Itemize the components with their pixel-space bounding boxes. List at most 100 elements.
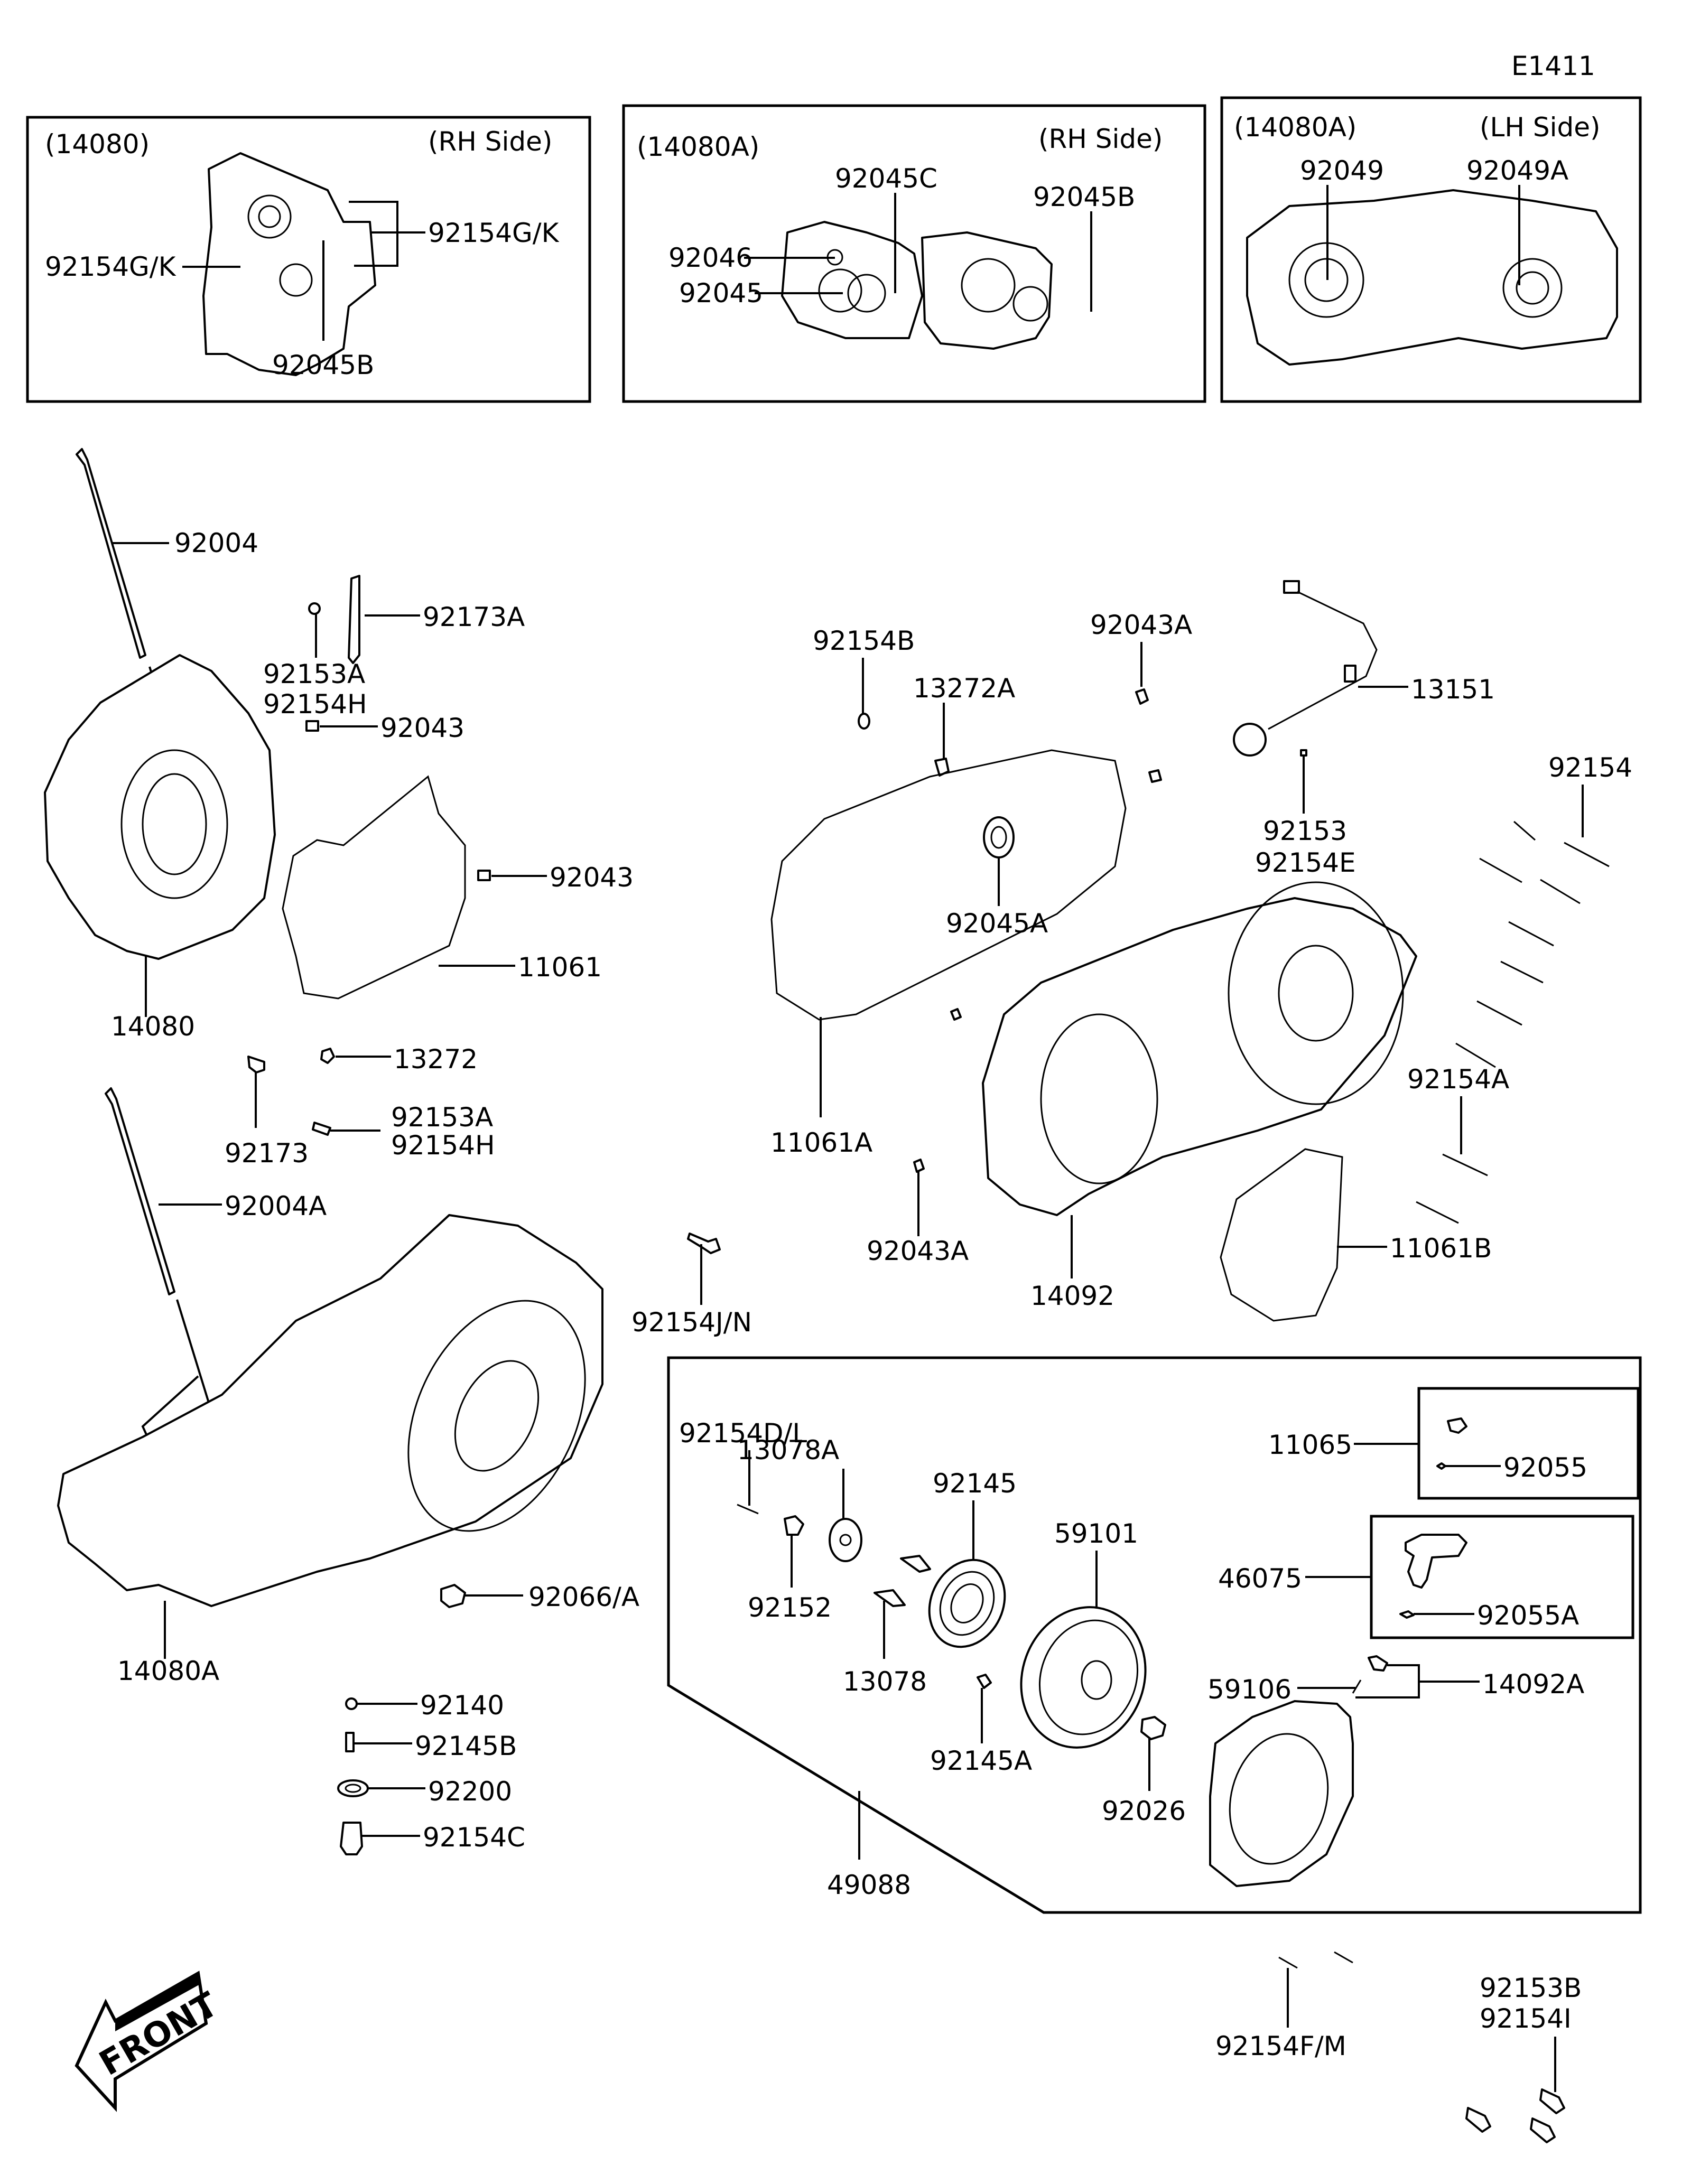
ratchet-13078-upper[interactable]	[900, 1555, 931, 1573]
ratchet-13078a[interactable]	[829, 1518, 862, 1562]
label-92045: 92045	[679, 278, 763, 309]
inset-ref: (14080A)	[637, 132, 759, 162]
ratchet-13078[interactable]	[874, 1589, 906, 1607]
bracket-92173a[interactable]	[348, 575, 360, 664]
bolt-92154-set[interactable]	[1455, 820, 1610, 1068]
spring-92145b[interactable]	[345, 1732, 355, 1752]
spring-92145[interactable]	[915, 1547, 1018, 1659]
crankcase-rh-thumbnail[interactable]	[202, 152, 376, 376]
front-arrow-icon: FRONT	[75, 1971, 225, 2112]
label-92045c: 92045C	[835, 163, 937, 194]
nut-92026[interactable]	[1140, 1716, 1166, 1740]
label-92154h-lower: 92154H	[391, 1130, 495, 1161]
spring-92145a[interactable]	[977, 1674, 992, 1689]
inset-14080a-lh: (14080A) (LH Side) 92049 92049A	[1220, 96, 1642, 403]
bolt-92154dl[interactable]	[737, 1504, 759, 1515]
inset-frame	[1220, 96, 1642, 403]
dipstick-92004a[interactable]	[105, 1087, 175, 1295]
right-parts: 92154B 13272A 92043A 13151 92153 92154E …	[770, 580, 1632, 1322]
label-92153b: 92153B	[1480, 1973, 1582, 2003]
plug-92154c[interactable]	[340, 1822, 363, 1855]
label-13078: 13078	[843, 1666, 927, 1697]
plug-92043-lower[interactable]	[477, 870, 491, 881]
nut-13272[interactable]	[320, 1048, 335, 1064]
pin-92055a[interactable]	[1399, 1610, 1415, 1619]
nut-14092a-part[interactable]	[1368, 1655, 1388, 1672]
crankcase-lh-thumbnail[interactable]	[1246, 189, 1618, 366]
bolt-92154b[interactable]	[858, 713, 870, 730]
leader	[349, 201, 398, 267]
label-11065: 11065	[1268, 1430, 1352, 1460]
nut-13272a[interactable]	[934, 758, 950, 777]
recoil-cover-14092a[interactable]	[1209, 1700, 1354, 1887]
guide-92152[interactable]	[784, 1515, 804, 1536]
label-13272a: 13272A	[913, 673, 1015, 704]
cover-14092[interactable]	[982, 881, 1417, 1216]
bolt-92154fm[interactable]	[1278, 1951, 1353, 1969]
crankcase-lh-rh-thumbnail[interactable]	[781, 221, 1053, 350]
bolt-92153a-upper[interactable]	[308, 602, 321, 615]
label-92046: 92046	[668, 242, 752, 273]
washer-92200[interactable]	[337, 1779, 369, 1797]
label-92173: 92173	[225, 1138, 309, 1169]
bolt-92154a-set[interactable]	[1416, 1153, 1488, 1224]
dowel-92043a-lower[interactable]	[913, 1159, 925, 1173]
inset-frame	[26, 116, 591, 403]
crankcase-14080[interactable]	[44, 654, 276, 960]
gasket-11061[interactable]	[282, 775, 466, 1000]
bolt-92153[interactable]	[1300, 749, 1307, 757]
sensor-13151[interactable]	[1233, 580, 1378, 757]
label-92154fm: 92154F/M	[1215, 2031, 1346, 2061]
label-92043a-lower: 92043A	[867, 1236, 969, 1266]
label-92004: 92004	[174, 528, 258, 558]
label-92154dl: 92154D/L	[679, 1418, 807, 1449]
handle-46075[interactable]	[1405, 1534, 1467, 1589]
bolt-92153b-set[interactable]	[1465, 2088, 1565, 2143]
label-92153a-upper: 92153A	[263, 659, 365, 689]
dowel-92043a-left[interactable]	[950, 1008, 962, 1021]
label-92004a: 92004A	[225, 1191, 327, 1221]
pulley-59101[interactable]	[1002, 1590, 1165, 1765]
label-92173a: 92173A	[423, 602, 525, 632]
rope-11065[interactable]	[1447, 1417, 1467, 1434]
diagram-code: E1411	[1511, 51, 1595, 81]
crankcase-14080a[interactable]	[57, 1214, 620, 1607]
label-92154gk-right: 92154G/K	[428, 218, 560, 248]
plug-92043-upper[interactable]	[305, 720, 319, 732]
dipstick-92004[interactable]	[76, 448, 146, 659]
inset-ref: (14080A)	[1234, 112, 1356, 143]
label-92200: 92200	[428, 1776, 512, 1807]
oil-seal-92045a[interactable]	[983, 816, 1015, 858]
inset-side: (RH Side)	[428, 126, 552, 157]
leader	[1355, 1664, 1420, 1698]
pin-59106[interactable]	[1352, 1679, 1362, 1694]
label-92152: 92152	[748, 1592, 832, 1623]
label-49088: 49088	[827, 1870, 911, 1900]
bolt-92153a-lower[interactable]	[312, 1122, 331, 1136]
label-92045a: 92045A	[946, 908, 1048, 939]
drain-plug-92066[interactable]	[440, 1584, 466, 1608]
recoil-starter-box: 49088 92154D/L 13078A 92152 13078 92145 …	[667, 1356, 1642, 1914]
label-46075: 46075	[1218, 1563, 1302, 1594]
bolt-92154jn[interactable]	[687, 1233, 721, 1254]
label-92154a: 92154A	[1407, 1064, 1509, 1095]
ball-92140[interactable]	[345, 1697, 358, 1710]
assembly-frame	[667, 1356, 1642, 1914]
bottom-parts: 92154F/M 92153B 92154I	[1215, 1951, 1582, 2143]
label-59101: 59101	[1054, 1518, 1138, 1549]
label-92043-upper: 92043	[380, 713, 464, 743]
label-59106: 59106	[1207, 1674, 1292, 1705]
dowel-92043a-upper[interactable]	[1135, 688, 1149, 705]
inset-side: (RH Side)	[1038, 124, 1163, 154]
label-92154e: 92154E	[1255, 847, 1356, 878]
label-13272: 13272	[394, 1044, 478, 1075]
gasket-11061a[interactable]	[770, 749, 1127, 1021]
label-11061a: 11061A	[770, 1127, 872, 1158]
dowel-92043a-mid[interactable]	[1148, 769, 1162, 783]
bracket-92173[interactable]	[247, 1056, 265, 1074]
label-92066a: 92066/A	[528, 1582, 639, 1612]
pin-92055[interactable]	[1436, 1462, 1446, 1470]
label-13151: 13151	[1411, 674, 1495, 705]
gasket-11061b[interactable]	[1220, 1148, 1343, 1322]
label-92153a-lower: 92153A	[391, 1102, 493, 1133]
